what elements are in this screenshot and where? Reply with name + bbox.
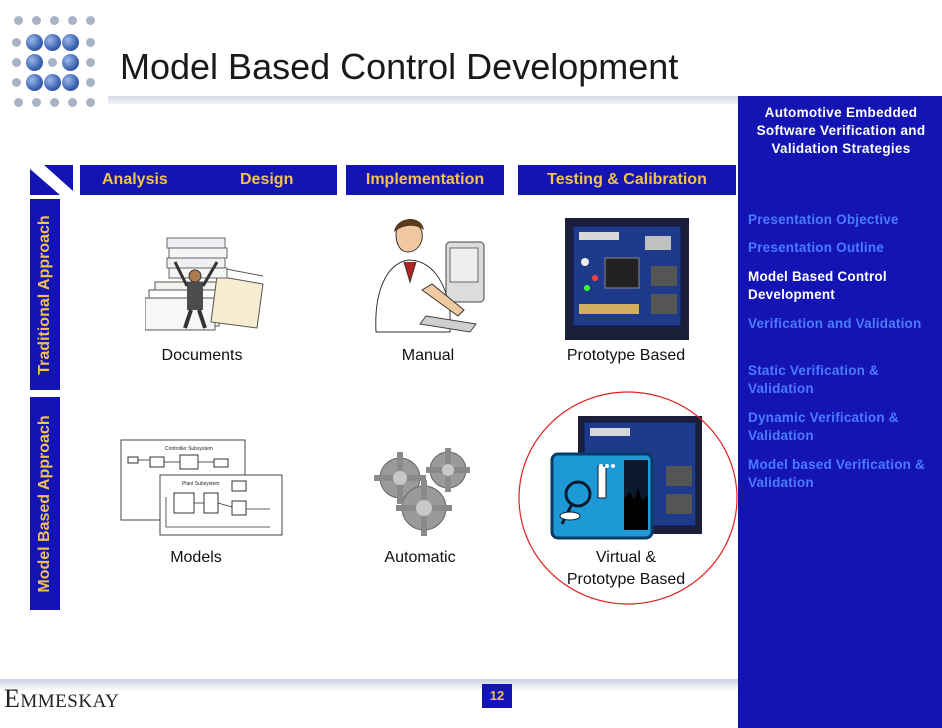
nav-presentation-objective[interactable]: Presentation Objective <box>748 212 899 227</box>
virtual-prototype-image <box>518 391 738 605</box>
brand-logo: EMMESKAY <box>4 684 119 714</box>
corner-arrow <box>30 165 73 195</box>
nav-static-verification[interactable]: Static Verification & Validation <box>748 363 879 396</box>
nav-model-based-control-development[interactable]: Model Based Control Development <box>748 269 887 302</box>
prototype-board-image <box>565 218 689 340</box>
models-image: Controller Subsystem Plant Subsystem <box>120 439 283 536</box>
caption-manual: Manual <box>401 347 455 364</box>
row-model-based: Model Based Approach <box>30 397 60 610</box>
phase-design: Design <box>240 171 294 188</box>
row-traditional: Traditional Approach <box>30 199 60 390</box>
caption-automatic: Automatic <box>384 549 456 566</box>
nav-panel <box>738 96 942 728</box>
controller-subsystem-label: Controller Subsystem <box>165 446 213 452</box>
plant-subsystem-label: Plant Subsystem <box>182 481 220 487</box>
brand-initial: E <box>4 684 21 713</box>
caption-virtual-line1: Virtual & <box>595 549 657 566</box>
caption-prototype: Prototype Based <box>566 347 686 364</box>
footer-rule <box>0 679 738 691</box>
highlight-circle <box>518 391 738 605</box>
nav-dynamic-verification[interactable]: Dynamic Verification & Validation <box>748 410 899 443</box>
page-number: 12 <box>482 684 512 708</box>
phase-testing-calibration: Testing & Calibration <box>518 165 736 195</box>
manual-image <box>375 218 485 333</box>
phase-implementation: Implementation <box>346 165 504 195</box>
phase-bar-analysis-design: Analysis Design <box>80 165 337 195</box>
slide-title: Model Based Control Development <box>120 46 679 87</box>
phase-analysis: Analysis <box>102 171 168 188</box>
caption-models: Models <box>170 549 222 566</box>
row-model-based-label: Model Based Approach <box>36 414 53 593</box>
title-rule <box>108 96 750 104</box>
row-traditional-label: Traditional Approach <box>36 214 53 375</box>
nav-verification-and-validation[interactable]: Verification and Validation <box>748 316 922 331</box>
nav-presentation-outline[interactable]: Presentation Outline <box>748 240 885 255</box>
caption-documents: Documents <box>161 347 243 364</box>
caption-virtual-line2: Prototype Based <box>566 571 686 588</box>
gears-image <box>374 448 470 536</box>
brand-rest: MMESKAY <box>20 691 120 712</box>
documents-image <box>145 237 264 331</box>
nav-model-based-verification[interactable]: Model based Verification & Validation <box>748 457 925 490</box>
panel-heading: Automotive Embedded Software Verificatio… <box>756 105 926 156</box>
